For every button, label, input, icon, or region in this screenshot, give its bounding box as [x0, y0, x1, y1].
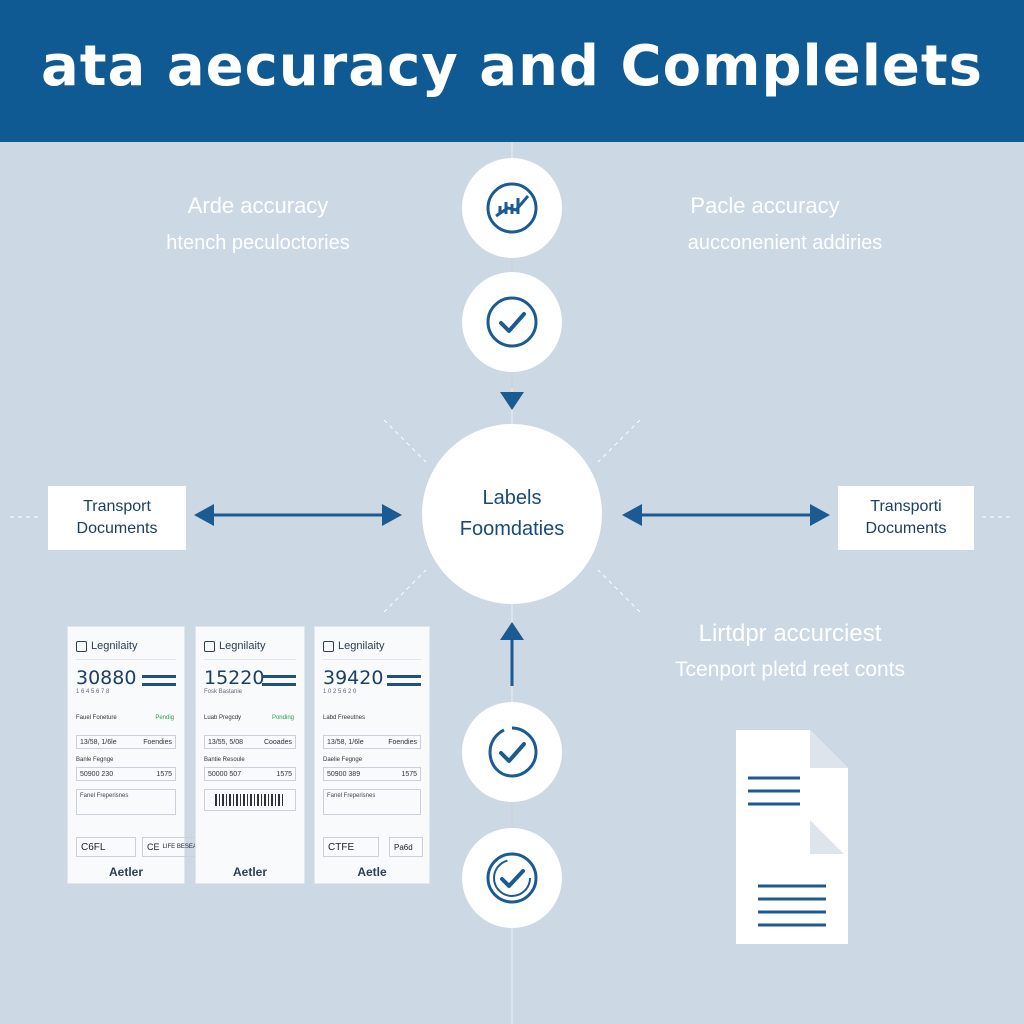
card-logo-icon	[76, 640, 87, 652]
transport-documents-box-right: Transporti Documents	[838, 486, 974, 550]
card-note: Fanel Freperisnes	[76, 789, 176, 815]
card-label: Luab Pregcdy	[204, 715, 242, 721]
left-heading: Arde accuracy	[187, 193, 329, 218]
hub-subtitle: Foomdaties	[459, 518, 565, 540]
card-header: Legnilaity	[323, 637, 421, 660]
up-arrowhead	[500, 622, 524, 640]
box-line2: Documents	[76, 520, 158, 537]
card-number: 30880	[76, 667, 137, 689]
label-card: Legnilaity 39420 1 0 2 5 6 2 0 Labd Free…	[314, 626, 430, 884]
box-line1: Transporti	[870, 498, 942, 515]
card-label: Labd Freeutnes	[323, 715, 366, 721]
chart-icon-circle	[462, 158, 562, 258]
card-lines-icon	[142, 675, 176, 691]
page-title: ata aecuracy and Complelets	[41, 34, 983, 99]
card-label: Fauel Foneture	[76, 715, 117, 721]
chart-icon	[486, 182, 538, 234]
transport-documents-box-left: Transport Documents	[48, 486, 186, 550]
card-header: Legnilaity	[76, 637, 176, 660]
card-row: 13/58, 1/6le Foendies	[76, 735, 176, 749]
card-caption: Aetler	[108, 865, 143, 879]
document-icon	[736, 730, 848, 944]
card-logo-icon	[323, 640, 334, 652]
refresh-check-icon	[486, 852, 538, 904]
card-label: Banle Fegnge	[76, 757, 114, 763]
barcode	[204, 789, 296, 811]
card-label: Bantie Resoule	[204, 757, 245, 763]
card-label: Daelie Fegnge	[323, 757, 363, 763]
card-caption: Aetle	[357, 865, 387, 879]
card-row: 13/55, 5/08 Cooades	[204, 735, 296, 749]
right-heading: Pacle accuracy	[690, 193, 840, 218]
labels-hub: Labels Foomdaties	[422, 424, 602, 604]
label-card: Legnilaity 30880 1 6 4 5 6 7 8 Fauel Fon…	[67, 626, 234, 884]
card-lines-icon	[262, 675, 296, 691]
card-number-sub: Fosk Bastanie	[204, 689, 243, 695]
card-header: Legnilaity	[204, 637, 296, 660]
box-line1: Transport	[83, 498, 151, 515]
left-subheading: htench peculoctories	[166, 232, 350, 254]
card-number-sub: 1 6 4 5 6 7 8	[76, 689, 110, 695]
card-logo-icon	[204, 640, 215, 652]
card-caption: Aetler	[232, 865, 267, 879]
label-card: Legnilaity 15220 Fosk Bastanie Luab Preg…	[195, 626, 305, 884]
header-banner	[0, 0, 1024, 142]
card-tag: Pendig	[155, 715, 174, 721]
hub-title: Labels	[482, 487, 542, 509]
box-line2: Documents	[865, 520, 947, 537]
right-subheading: aucconenient addiries	[687, 232, 883, 254]
down-arrowhead	[500, 392, 524, 410]
card-note: Fanel Freperisnes	[323, 789, 421, 815]
card-tag: Ponding	[271, 715, 294, 721]
card-row: 50900 230 1575	[76, 767, 176, 781]
check-icon-circle	[462, 272, 562, 372]
card-footer-mark: Pa6d	[389, 837, 423, 857]
lower-right-heading: Lirtdpr accurciest	[698, 620, 882, 647]
card-number: 15220	[204, 667, 265, 689]
card-footer-code: C6FL	[76, 837, 136, 857]
lower-right-subheading: Tcenport pletd reet conts	[675, 658, 905, 681]
card-row: 50900 389 1575	[323, 767, 421, 781]
card-footer-code: CTFE	[323, 837, 379, 857]
check-icon	[486, 296, 538, 348]
card-number: 39420	[323, 667, 384, 689]
badge-check-icon	[488, 726, 538, 778]
refresh-check-icon-circle	[462, 828, 562, 928]
card-row: 13/58, 1/6le Foendies	[323, 735, 421, 749]
badge-check-icon-circle	[462, 702, 562, 802]
card-lines-icon	[387, 675, 421, 691]
card-number-sub: 1 0 2 5 6 2 0	[323, 689, 357, 695]
card-row: 50000 507 1575	[204, 767, 296, 781]
